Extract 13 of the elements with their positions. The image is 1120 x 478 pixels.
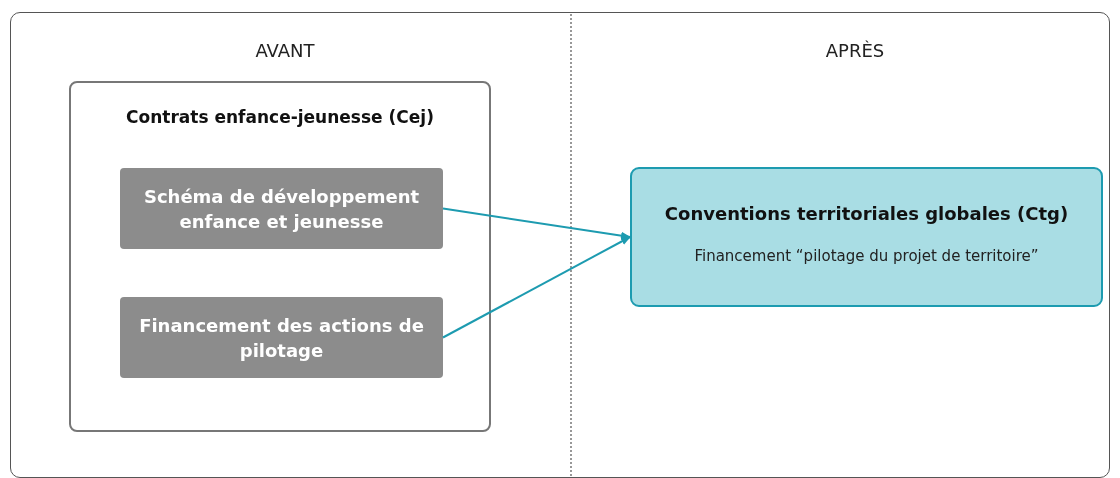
result-box <box>630 167 1103 307</box>
result-heading: Conventions territoriales globales (Ctg) <box>663 203 1070 224</box>
result-description: Financement “pilotage du projet de territoire” <box>693 247 1040 265</box>
column-heading: APRÈS <box>824 40 886 61</box>
arrow <box>442 207 631 240</box>
item-label: Schéma de développement enfance et jeunesse <box>142 184 421 234</box>
item-label: Financement des actions de pilotage <box>138 313 425 363</box>
item-box <box>120 168 443 249</box>
group-box <box>69 81 491 432</box>
item-box <box>120 297 443 378</box>
group-heading: Contrats enfance-jeunesse (Cej) <box>125 107 435 127</box>
column-heading: AVANT <box>254 40 316 61</box>
arrow <box>442 236 631 339</box>
